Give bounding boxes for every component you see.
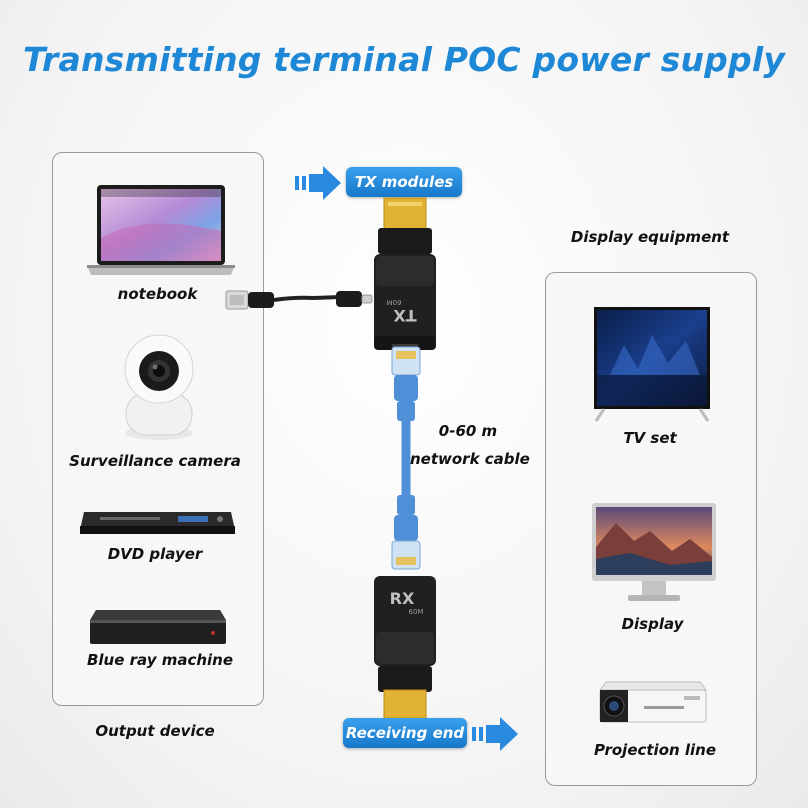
rx-module-sublabel: 60M	[409, 608, 424, 616]
device-label-notebook: notebook	[100, 285, 215, 303]
cable-distance: 0-60 m	[433, 422, 503, 440]
usb-power-cable	[224, 283, 384, 319]
device-label-projection-line: Projection line	[585, 741, 725, 759]
device-label-tv-set: TV set	[600, 429, 700, 447]
tv-icon	[590, 305, 714, 423]
rx-module: RX 60M	[370, 572, 440, 732]
camera-icon	[120, 333, 198, 441]
bluray-player-icon	[88, 608, 228, 646]
rx-module-label: RX	[390, 589, 415, 608]
device-label-display: Display	[600, 615, 705, 633]
cable-label: network cable	[410, 450, 528, 468]
monitor-icon	[590, 501, 718, 605]
tx-module-sublabel: 60M	[387, 298, 402, 306]
page-title: Transmitting terminal POC power supply	[0, 40, 808, 79]
device-label-dvd-player: DVD player	[95, 545, 215, 563]
tx-arrow-icon	[293, 166, 343, 200]
projector-icon	[598, 676, 708, 726]
output-device-caption: Output device	[80, 722, 230, 740]
dvd-player-icon	[80, 508, 235, 538]
tx-modules-badge: TX modules	[346, 167, 462, 197]
rx-arrow-icon	[470, 717, 520, 751]
laptop-icon	[85, 183, 237, 278]
display-equipment-caption: Display equipment	[560, 228, 740, 246]
tx-module: TX 60M	[370, 196, 440, 356]
tx-module-label: TX	[393, 306, 417, 325]
device-label-surveillance-camera: Surveillance camera	[65, 452, 245, 470]
device-label-blu-ray-machine: Blue ray machine	[75, 651, 245, 669]
receiving-end-badge: Receiving end	[343, 718, 467, 748]
